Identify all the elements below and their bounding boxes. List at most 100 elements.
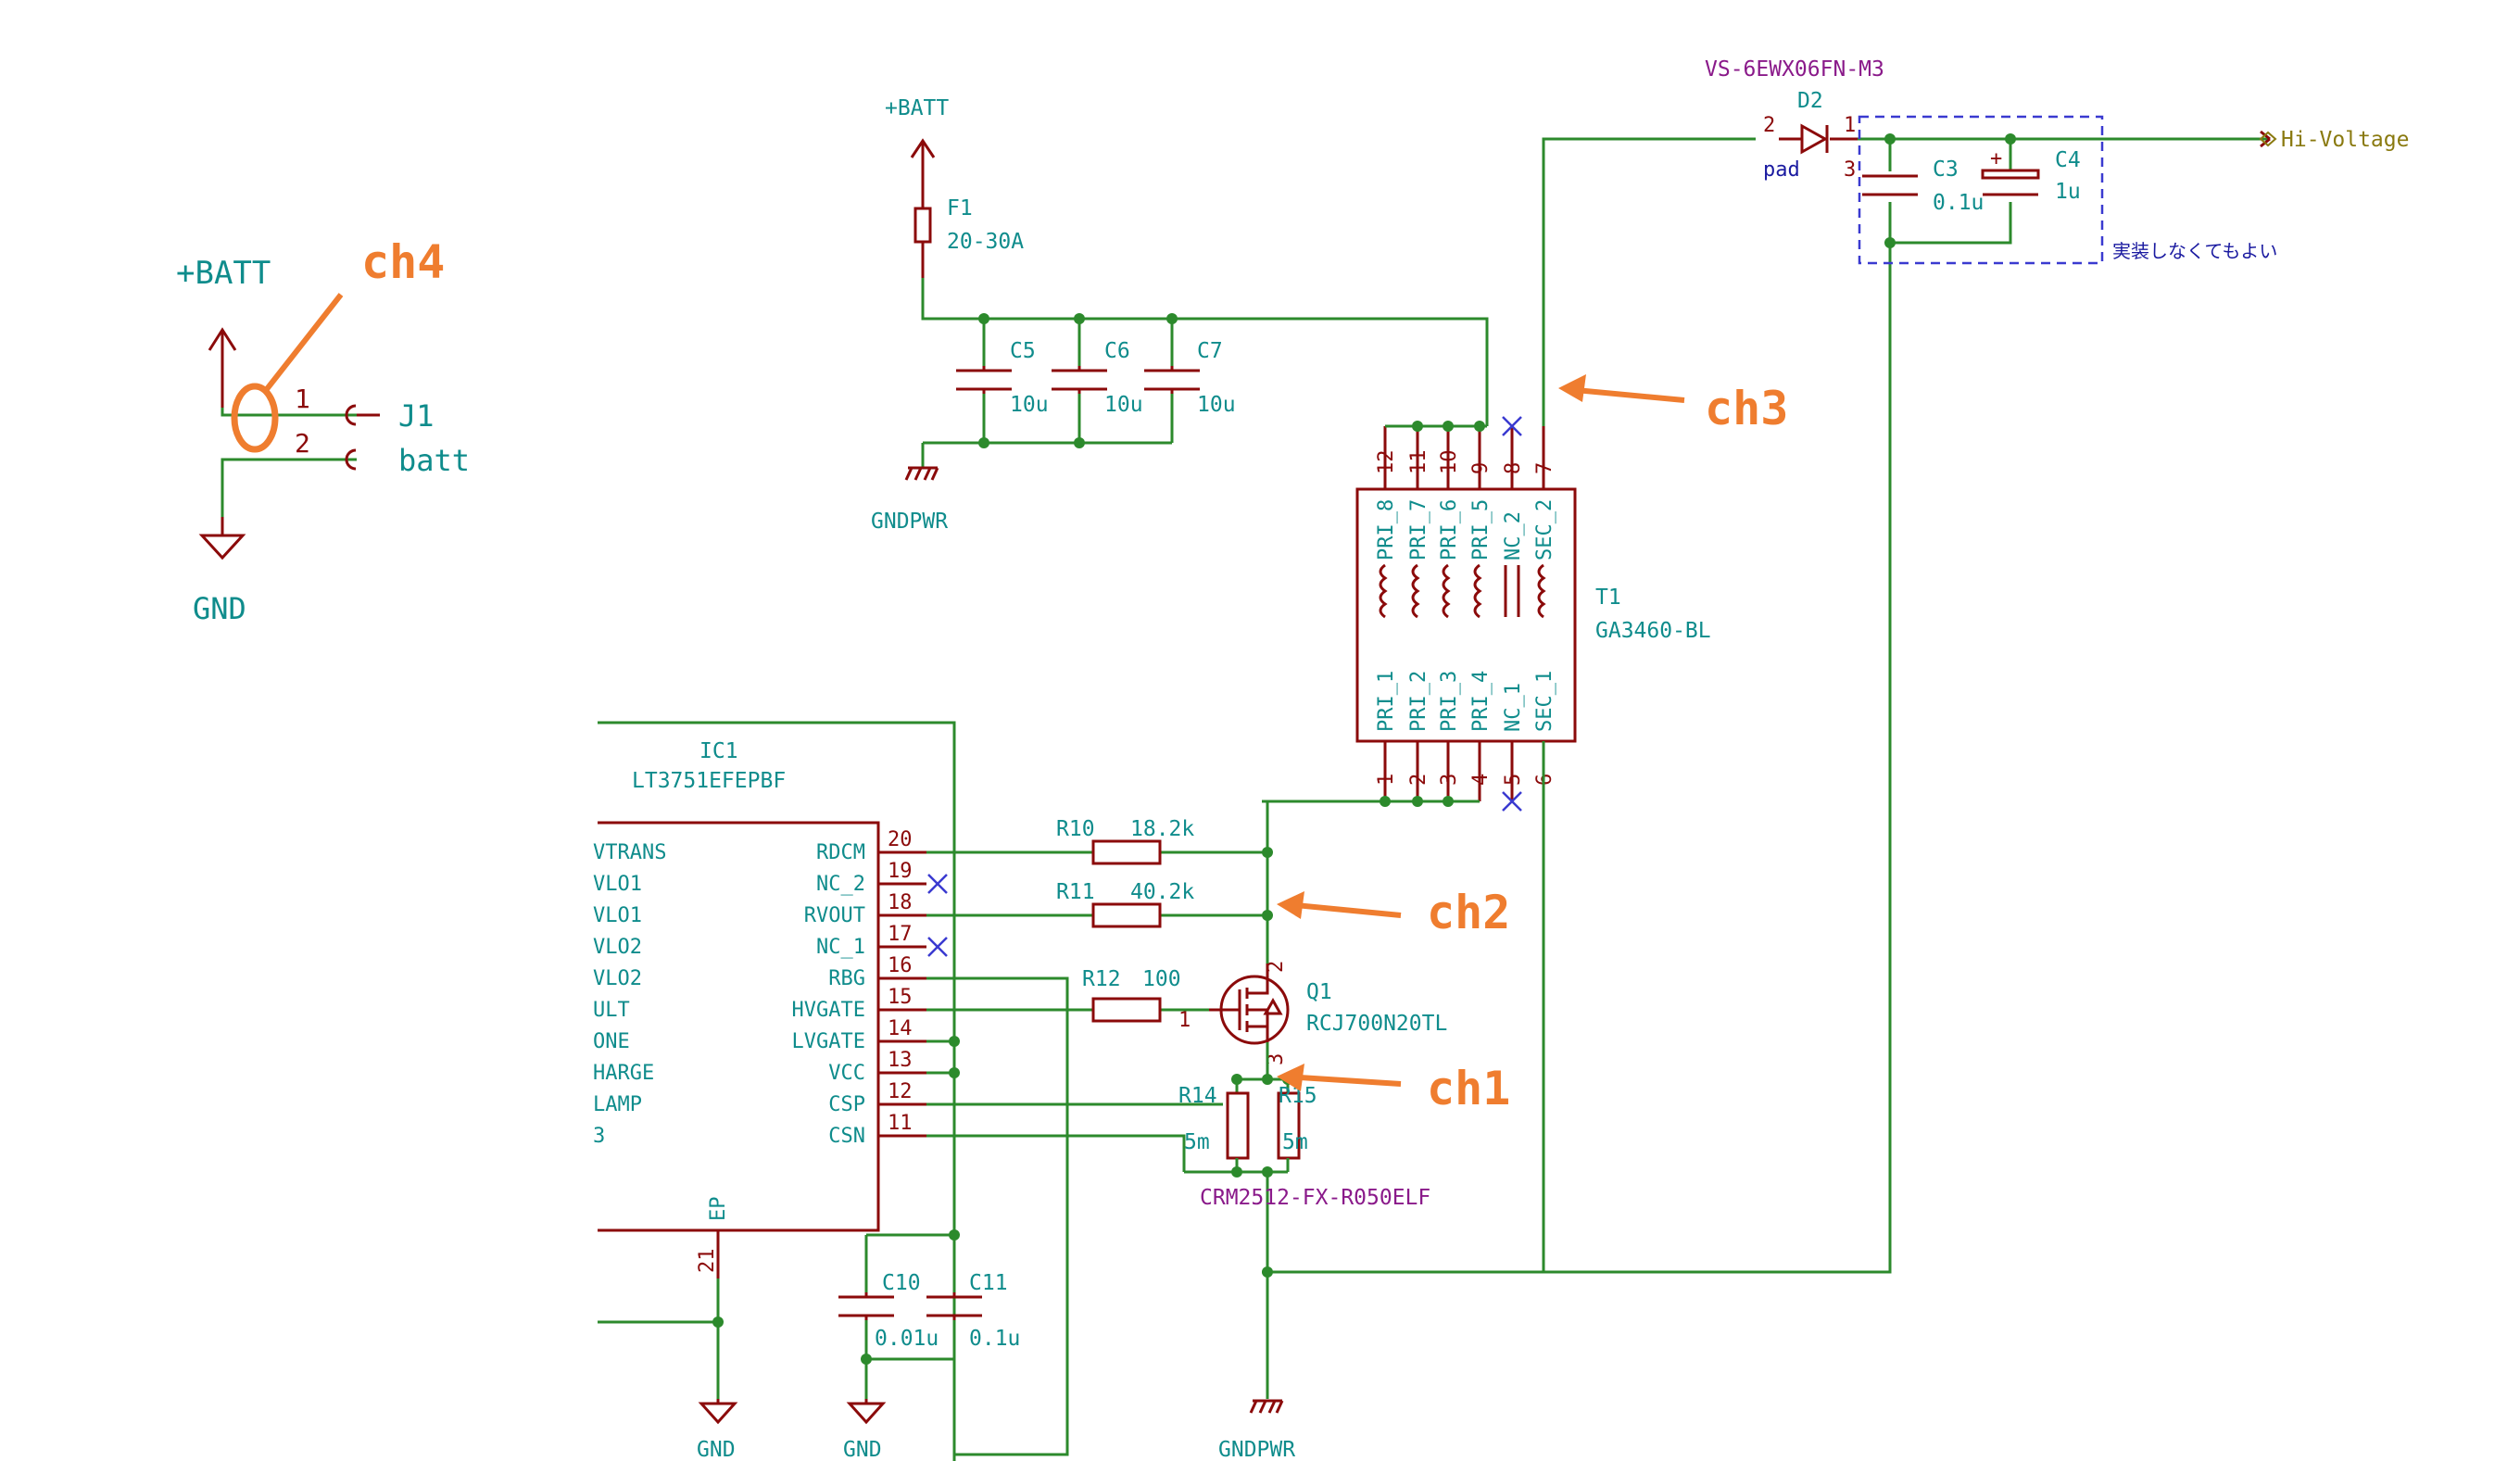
ic1-pin-rdcm: RDCM xyxy=(816,841,865,864)
ic1-left-pin: LAMP xyxy=(593,1093,642,1116)
j1-gnd-label: GND xyxy=(193,591,246,626)
ic1-pinnum-13: 13 xyxy=(888,1049,913,1072)
gndpwr-bottom-label: GNDPWR xyxy=(1218,1438,1295,1461)
capacitor-icon xyxy=(838,1295,982,1317)
t1-ref: T1 xyxy=(1595,586,1621,610)
fuse-power-label: +BATT xyxy=(885,96,949,120)
gnd-symbol-icon xyxy=(846,1399,887,1425)
t1-pin-5: 5 xyxy=(1502,774,1525,786)
annotation-ch1-label: ch1 xyxy=(1427,1062,1510,1115)
d2-pad-label: pad xyxy=(1763,158,1800,182)
gate-network: R10 18.2k R11 40.2k R12 100 1 2 3 Q1 RCJ… xyxy=(926,800,1447,1461)
d2-ref: D2 xyxy=(1797,89,1823,113)
ic1-pin-hvgate: HVGATE xyxy=(792,999,865,1022)
ic1-value: LT3751EFEPBF xyxy=(632,769,786,793)
power-arrow-icon xyxy=(208,327,237,408)
d2-pin-3: 3 xyxy=(1844,158,1856,182)
gnd-label-caps: GND xyxy=(843,1438,882,1461)
c10-ref: C10 xyxy=(882,1271,921,1295)
t1-pin-2: 2 xyxy=(1407,774,1430,786)
c3-ref: C3 xyxy=(1933,157,1959,182)
transformer-t1: 12 11 10 9 8 7 1 2 3 4 5 6 PRI_8 PRI_7 P… xyxy=(1262,416,1711,812)
connector-pin-2-icon xyxy=(345,448,357,471)
t1-pin-10: 10 xyxy=(1438,450,1461,475)
t1-name-pri6: PRI_6 xyxy=(1438,499,1461,560)
t1-name-pri2: PRI_2 xyxy=(1407,671,1430,732)
ic1-left-pin: ONE xyxy=(593,1030,630,1053)
ic1-pinnum-18: 18 xyxy=(888,891,913,914)
c6-ref: C6 xyxy=(1104,339,1130,363)
capacitor-icon xyxy=(1862,174,2038,196)
t1-name-sec2: SEC_2 xyxy=(1533,499,1556,560)
ic1-left-pin: VTRANS xyxy=(593,841,666,864)
r15-value: 5m xyxy=(1282,1130,1308,1154)
output-stage: VS-6EWX06FN-M3 D2 2 pad 1 3 Hi-Voltage +… xyxy=(1262,57,2409,1274)
optional-note: 実装しなくてもよい xyxy=(2112,240,2277,262)
ic1-pinnum-16: 16 xyxy=(888,954,913,977)
gndpwr-top-label: GNDPWR xyxy=(871,510,948,534)
ic1-pin-csn: CSN xyxy=(828,1125,865,1148)
ic1-ref: IC1 xyxy=(699,739,738,763)
arrow-head-icon xyxy=(1277,891,1304,919)
c3-value: 0.1u xyxy=(1933,191,1984,215)
t1-name-pri4: PRI_4 xyxy=(1469,671,1493,732)
t1-name-pri8: PRI_8 xyxy=(1375,499,1398,560)
j1-value: batt xyxy=(398,443,470,478)
ic1-pinnum-14: 14 xyxy=(888,1017,913,1040)
ic-lt3751: IC1 LT3751EFEPBF VTRANS VLO1 VLO1 VLO2 V… xyxy=(593,721,956,1461)
ic1-pin-nc2: NC_2 xyxy=(816,873,865,896)
t1-pin-11: 11 xyxy=(1407,450,1430,475)
resistor-icon xyxy=(1226,1091,1250,1160)
connector-pin-1-icon xyxy=(345,404,357,426)
t1-name-pri1: PRI_1 xyxy=(1375,671,1398,732)
c5-ref: C5 xyxy=(1010,339,1036,363)
d2-pin-1: 1 xyxy=(1844,114,1856,137)
ic1-left-pin: ULT xyxy=(593,999,630,1022)
c10-value: 0.01u xyxy=(875,1327,939,1351)
ic1-pinnum-17: 17 xyxy=(888,923,913,946)
capacitor-icon xyxy=(956,369,1200,391)
hv-label: Hi-Voltage xyxy=(2281,128,2409,152)
r12-ref: R12 xyxy=(1082,967,1121,991)
ic1-left-pin: VLO1 xyxy=(593,904,642,927)
c4-ref: C4 xyxy=(2055,148,2081,172)
r12-value: 100 xyxy=(1142,967,1181,991)
polarized-capacitor-icon xyxy=(1981,169,2040,180)
c4-polarity: + xyxy=(1990,147,2002,170)
annotation-ch2: ch2 xyxy=(1277,886,1510,939)
annotation-ch3: ch3 xyxy=(1558,374,1788,435)
power-arrow-icon xyxy=(910,138,936,172)
ic1-left-pin: HARGE xyxy=(593,1062,654,1085)
fuse-ref: F1 xyxy=(947,196,973,220)
t1-pin-3: 3 xyxy=(1438,774,1461,786)
resistor-icon xyxy=(1091,839,1162,865)
t1-name-pri7: PRI_7 xyxy=(1407,499,1430,560)
r11-ref: R11 xyxy=(1056,880,1095,904)
ic1-pin-rbg: RBG xyxy=(828,967,865,990)
j1-pin-2: 2 xyxy=(295,428,310,459)
ic1-ep-label: EP xyxy=(707,1197,730,1222)
ic1-pin-21: 21 xyxy=(696,1249,719,1274)
r10-value: 18.2k xyxy=(1130,817,1194,841)
annotation-ch4: ch4 xyxy=(231,235,445,453)
t1-pin-12: 12 xyxy=(1375,450,1398,475)
mosfet-q1: 1 2 3 Q1 RCJ700N20TL xyxy=(1178,961,1447,1065)
q1-pin-3: 3 xyxy=(1265,1053,1288,1065)
transformer-body xyxy=(1355,487,1577,743)
resistor-icon xyxy=(1091,997,1162,1023)
gndpwr-symbol-icon xyxy=(1249,1399,1284,1414)
ic1-pin-csp: CSP xyxy=(828,1093,865,1116)
input-filter: +BATT F1 20-30A C5 10u C6 10u C7 10u GND… xyxy=(871,96,1489,534)
c7-ref: C7 xyxy=(1197,339,1223,363)
j1-ref: J1 xyxy=(398,398,435,434)
t1-name-sec1: SEC_1 xyxy=(1533,671,1556,732)
r10-ref: R10 xyxy=(1056,817,1095,841)
ic1-pinnum-11: 11 xyxy=(888,1112,913,1135)
ic1-left-pin: VLO2 xyxy=(593,967,642,990)
fuse-icon xyxy=(914,207,932,244)
gnd-symbol-icon xyxy=(698,1399,738,1425)
ic1-pinnum-19: 19 xyxy=(888,860,913,883)
ic1-left-pin: VLO1 xyxy=(593,873,642,896)
sense-part-number: CRM2512-FX-R050ELF xyxy=(1200,1186,1430,1210)
